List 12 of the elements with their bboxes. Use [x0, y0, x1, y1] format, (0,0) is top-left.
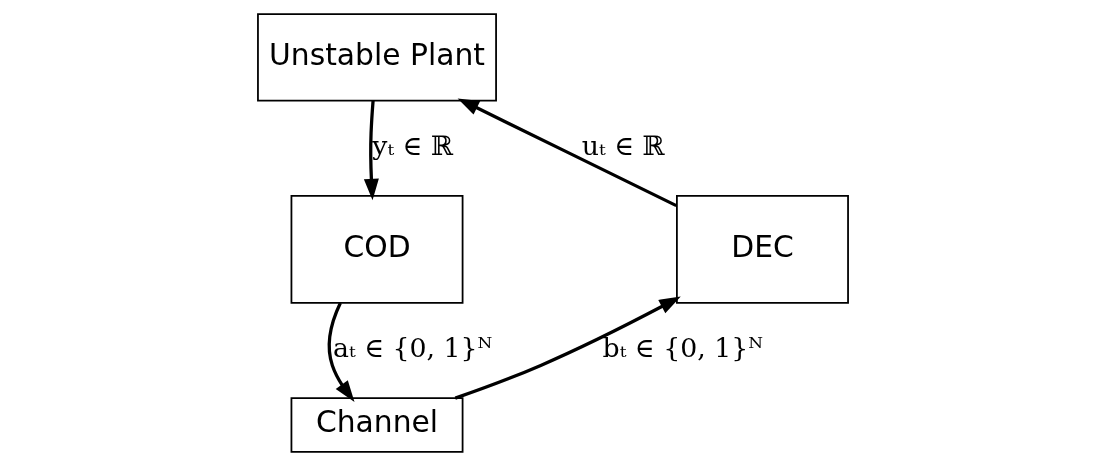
edge-label: aₜ ∈ {0, 1}ᴺ	[333, 332, 493, 364]
arrow	[457, 98, 677, 208]
node-box: COD	[290, 194, 464, 304]
arrow	[327, 302, 355, 402]
node-box: DEC	[676, 194, 849, 304]
edge-label: uₜ ∈ ℝ	[581, 129, 665, 161]
edge-label: yₜ ∈ ℝ	[372, 129, 454, 161]
arrow	[363, 100, 379, 201]
arrow	[454, 296, 681, 400]
node-box: Channel	[290, 397, 464, 453]
edge-label: bₜ ∈ {0, 1}ᴺ	[602, 332, 764, 364]
node-box: Unstable Plant	[257, 13, 497, 102]
